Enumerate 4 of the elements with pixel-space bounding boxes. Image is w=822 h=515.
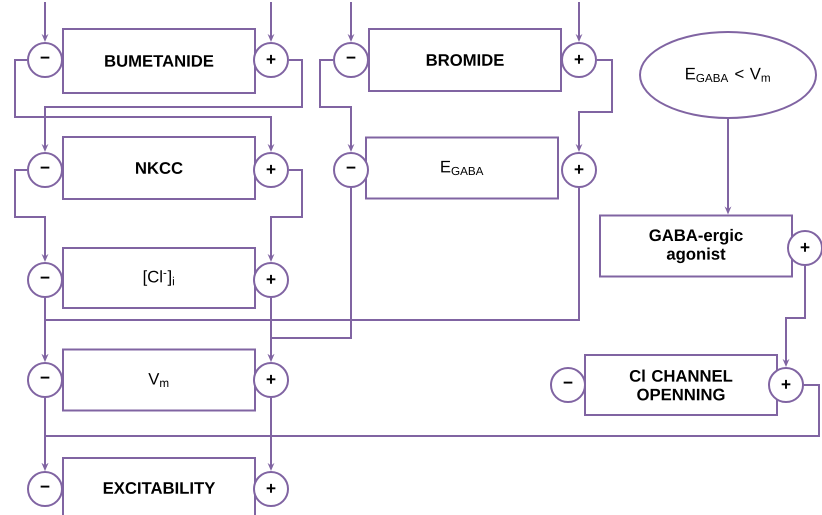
- node-label: +: [800, 242, 810, 252]
- node-label: +: [266, 484, 276, 493]
- process-box: EXCITABILITY: [62, 457, 256, 515]
- node-label: +: [782, 380, 790, 389]
